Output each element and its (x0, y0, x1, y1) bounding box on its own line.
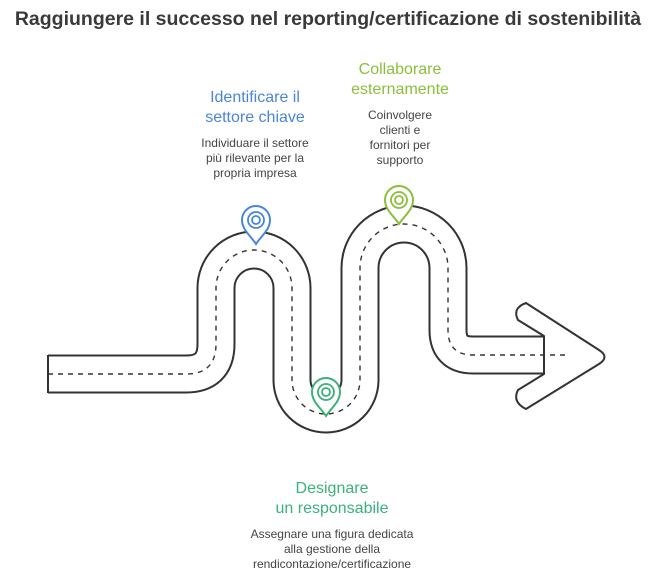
road-center-line (48, 223, 570, 415)
step-description: Assegnare una figura dedicata alla gesti… (250, 527, 414, 571)
step-description: Coinvolgere clienti e fornitori per supp… (367, 108, 433, 167)
arrow-head (515, 302, 606, 410)
step-description: Individuare il settore più rilevante per… (201, 136, 309, 180)
step-collaborate-externally: Collaborare esternamente Coinvolgere cli… (332, 60, 468, 168)
step-heading: Designare un responsabile (275, 480, 389, 517)
step-heading: Identificare il settore chiave (205, 89, 305, 126)
step-identify-sector: Identificare il settore chiave Individua… (180, 88, 330, 181)
road-surface (48, 206, 560, 432)
step-heading: Collaborare esternamente (351, 61, 449, 98)
map-pin-icon (310, 377, 342, 418)
map-pin-icon (383, 185, 415, 226)
page-title: Raggiungere il successo nel reporting/ce… (14, 8, 642, 30)
step-designate-manager: Designare un responsabile Assegnare una … (220, 479, 444, 572)
map-pin-icon (240, 205, 272, 246)
